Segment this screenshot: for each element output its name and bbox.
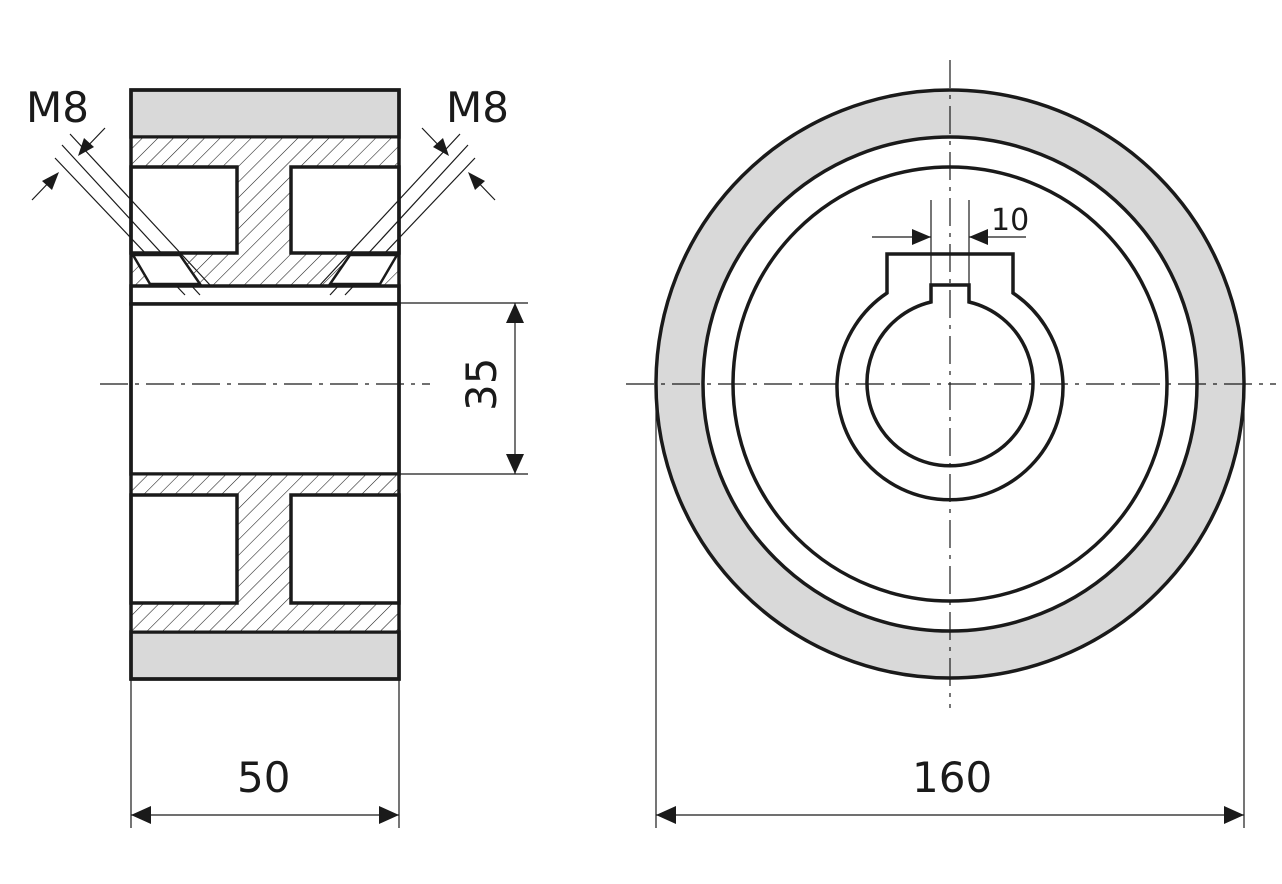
lower-left-cavity [129,493,239,605]
right-thread-label: M8 [446,83,509,132]
bore-dimension-label: 35 [457,358,506,411]
upper-bore-sleeve [129,284,401,306]
keyway-dimension-label: 10 [991,203,1029,238]
left-set-screw-hole [54,133,211,296]
upper-left-cavity [129,165,239,255]
bottom-tread [129,630,401,681]
keyway-outer-profile [835,252,1065,502]
left-thread-label: M8 [26,83,89,132]
bore [129,302,401,476]
bore-with-keyslot [865,283,1035,468]
right-thread-callout: M8 [421,83,509,201]
right-set-screw-hole [319,133,476,296]
outer-diameter-label: 160 [912,753,992,802]
outer-diameter-dimension: 160 [655,384,1245,828]
upper-right-cavity [289,165,401,255]
front-view: 10 160 [626,60,1276,828]
left-thread-callout: M8 [26,83,106,201]
width-dimension: 50 [130,679,400,828]
lower-right-cavity [289,493,401,605]
bore-dimension: 35 [399,302,528,475]
side-view: M8 M8 35 50 [26,83,528,828]
top-tread [129,88,401,139]
width-dimension-label: 50 [237,753,290,802]
keyway-dimension: 10 [872,200,1029,285]
